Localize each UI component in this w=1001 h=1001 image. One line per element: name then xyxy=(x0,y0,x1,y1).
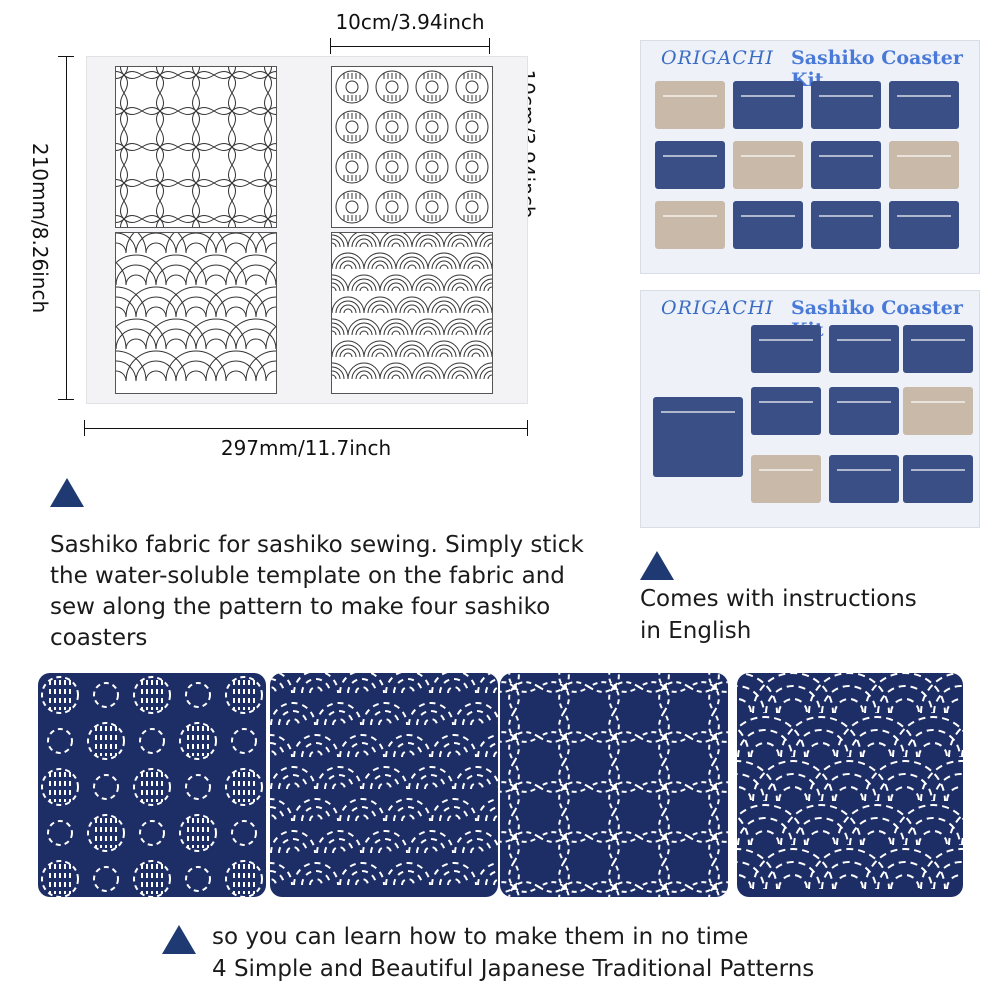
circle-pattern-icon xyxy=(335,70,489,224)
instruction-step-image xyxy=(811,201,881,249)
caption-bottom-line1: so you can learn how to make them in no … xyxy=(212,924,749,950)
instruction-step-image xyxy=(751,455,821,503)
dimension-tick-sheet-right xyxy=(527,420,528,436)
caption-instructions-line2: in English xyxy=(640,618,752,644)
instruction-step-image xyxy=(903,387,973,435)
caption-bottom-line2: 4 Simple and Beautiful Japanese Traditio… xyxy=(212,956,815,982)
dimension-tick-sheet-left xyxy=(84,420,85,436)
triangle-bullet-icon xyxy=(50,478,84,507)
instruction-step-image xyxy=(733,141,803,189)
dimension-template-width: 10cm/3.94inch xyxy=(330,10,490,54)
template-sheet xyxy=(86,56,528,404)
coaster-star-pattern-icon xyxy=(500,673,728,897)
dimension-label-top: 10cm/3.94inch xyxy=(335,10,485,34)
dimension-tick-sheet-top xyxy=(58,56,74,57)
instruction-step-image xyxy=(655,81,725,129)
instruction-step-image xyxy=(751,325,821,373)
instruction-step-image xyxy=(655,141,725,189)
dimension-tick-sheet-bottom xyxy=(58,399,74,400)
instruction-step-image xyxy=(889,81,959,129)
dimension-sheet-height: 210mm/8.26inch xyxy=(28,56,80,400)
caption-instructions-line1: Comes with instructions xyxy=(640,586,917,612)
instruction-step-image xyxy=(889,201,959,249)
instruction-step-image xyxy=(829,455,899,503)
instruction-step-image xyxy=(653,397,743,477)
instruction-step-image xyxy=(655,201,725,249)
template-pattern-scale xyxy=(115,232,277,394)
dimension-tick-right xyxy=(489,38,490,54)
template-pattern-circles xyxy=(331,66,493,228)
instruction-step-image xyxy=(829,325,899,373)
instruction-sheet-1: ORIGACHI Sashiko Coaster Kit xyxy=(640,40,980,274)
wave-pattern-icon xyxy=(332,233,492,380)
coaster-scale-pattern-icon xyxy=(737,673,963,890)
dimension-line-left xyxy=(66,56,67,400)
dimension-sheet-width: 297mm/11.7inch xyxy=(84,416,528,466)
coaster-scale xyxy=(737,673,963,897)
instruction-step-image xyxy=(733,201,803,249)
star-pattern-icon xyxy=(116,67,276,227)
instruction-step-image xyxy=(903,455,973,503)
instruction-step-image xyxy=(811,141,881,189)
dimension-line-bottom xyxy=(84,428,528,429)
instruction-logo: ORIGACHI xyxy=(661,297,774,319)
coaster-wave xyxy=(270,673,498,897)
dimension-tick-left xyxy=(330,38,331,54)
instruction-logo: ORIGACHI xyxy=(661,47,774,69)
template-pattern-wave xyxy=(331,232,493,394)
instruction-step-image xyxy=(751,387,821,435)
coaster-star xyxy=(500,673,728,897)
dimension-label-bottom: 297mm/11.7inch xyxy=(220,436,392,460)
triangle-bullet-icon xyxy=(162,925,196,954)
dimension-line-top xyxy=(330,46,490,47)
instruction-step-image xyxy=(829,387,899,435)
coaster-wave-pattern-icon xyxy=(270,673,498,886)
instruction-step-image xyxy=(811,81,881,129)
instruction-step-image xyxy=(903,325,973,373)
instruction-step-image xyxy=(889,141,959,189)
template-pattern-star xyxy=(115,66,277,228)
coaster-circle-pattern-icon xyxy=(41,676,263,897)
instruction-step-image xyxy=(733,81,803,129)
scale-pattern-icon xyxy=(116,233,276,382)
triangle-bullet-icon xyxy=(640,551,674,580)
dimension-label-left: 210mm/8.26inch xyxy=(28,142,52,314)
caption-fabric: Sashiko fabric for sashiko sewing. Simpl… xyxy=(50,532,584,651)
coaster-circles xyxy=(38,673,266,897)
instruction-sheet-2: ORIGACHI Sashiko Coaster Kit xyxy=(640,290,980,528)
